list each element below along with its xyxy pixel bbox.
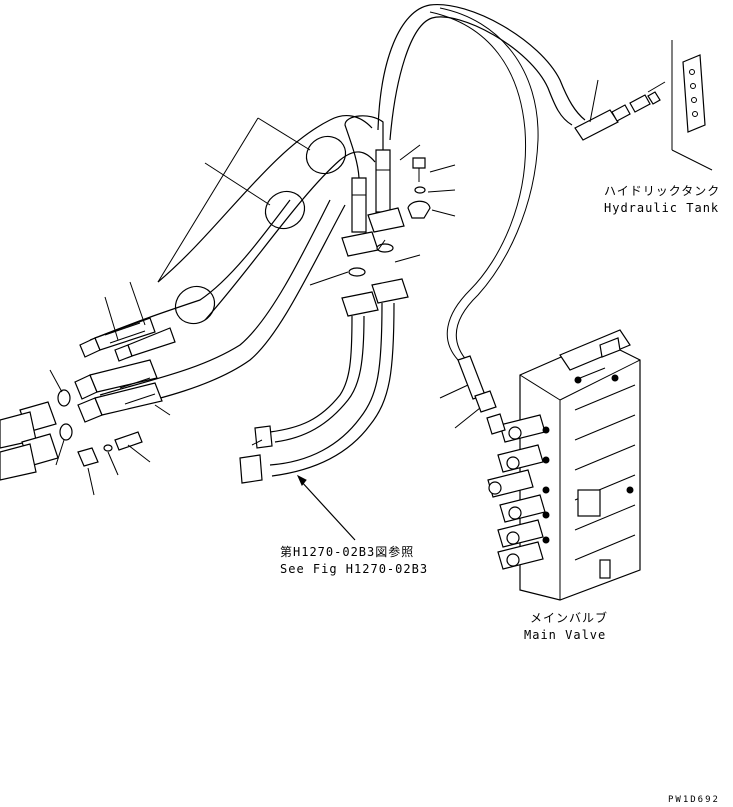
hydraulic-tank-label-jp: ハイドリックタンク [604, 184, 720, 198]
center-pipes [239, 115, 409, 541]
drawing-code: PW1D692 [668, 795, 720, 805]
hydraulic-tank-block [671, 40, 713, 171]
valve-return-fitting [439, 355, 506, 435]
clamp-leaders [157, 117, 311, 283]
main-valve-label-en: Main Valve [524, 628, 606, 642]
reference-label-en: See Fig H1270-02B3 [280, 562, 428, 576]
hydraulic-tank-label-en: Hydraulic Tank [604, 201, 719, 215]
reference-label-jp: 第H1270-02B3図参照 [280, 544, 414, 559]
hose-clamps [174, 135, 347, 325]
center-small-parts [309, 144, 456, 286]
main-valve [487, 329, 641, 601]
tank-return-hose [377, 4, 586, 363]
left-hose-ends [0, 281, 176, 496]
main-valve-label-jp: メインバルブ [530, 610, 608, 625]
tank-fitting [574, 79, 666, 141]
